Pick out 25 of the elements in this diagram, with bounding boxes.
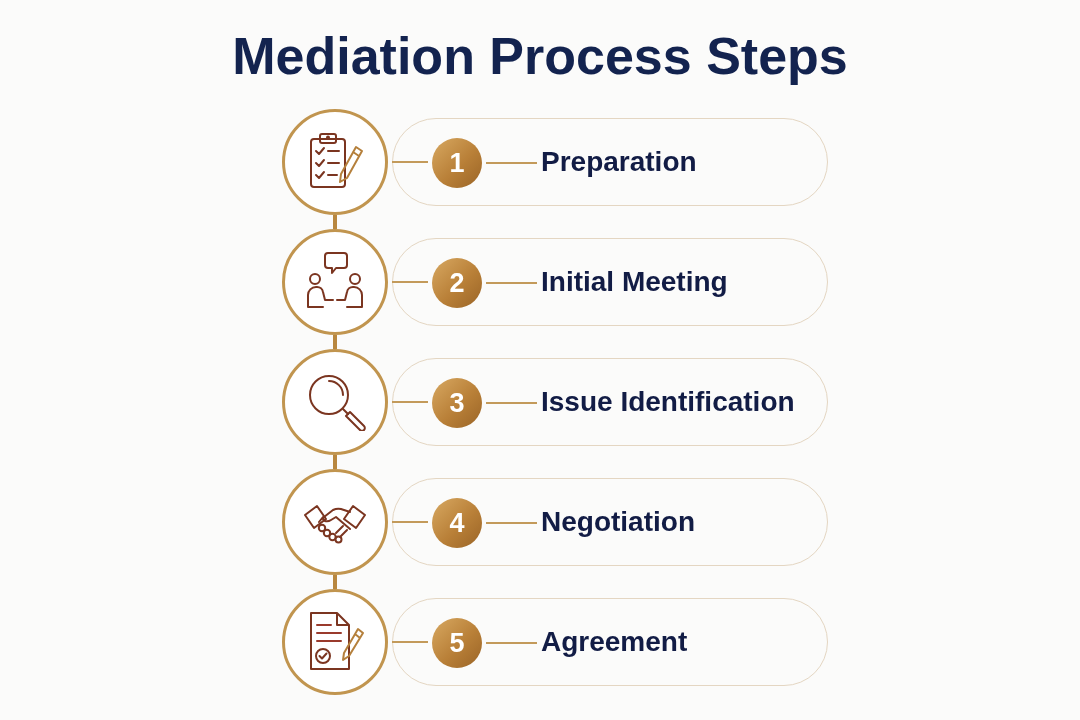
connector-line (333, 575, 337, 589)
connector-line (485, 642, 538, 644)
step-label: Issue Identification (541, 386, 795, 418)
connector-line (333, 215, 337, 229)
connector-line (391, 521, 429, 523)
connector-line (333, 455, 337, 469)
number-badge: 3 (432, 378, 482, 428)
number-badge: 2 (432, 258, 482, 308)
number-badge: 5 (432, 618, 482, 668)
connector-line (391, 161, 429, 163)
connector-line (391, 641, 429, 643)
connector-line (485, 522, 538, 524)
step-label: Initial Meeting (541, 266, 728, 298)
step-label: Agreement (541, 626, 688, 658)
connector-line (333, 335, 337, 349)
number-badge: 4 (432, 498, 482, 548)
connector-line (391, 281, 429, 283)
connector-line (485, 162, 538, 164)
number-badge: 1 (432, 138, 482, 188)
connector-line (485, 402, 538, 404)
connector-line (485, 282, 538, 284)
title: Mediation Process Steps (232, 26, 848, 86)
step-label: Preparation (541, 146, 697, 178)
step-label: Negotiation (541, 506, 695, 538)
connector-line (391, 401, 429, 403)
